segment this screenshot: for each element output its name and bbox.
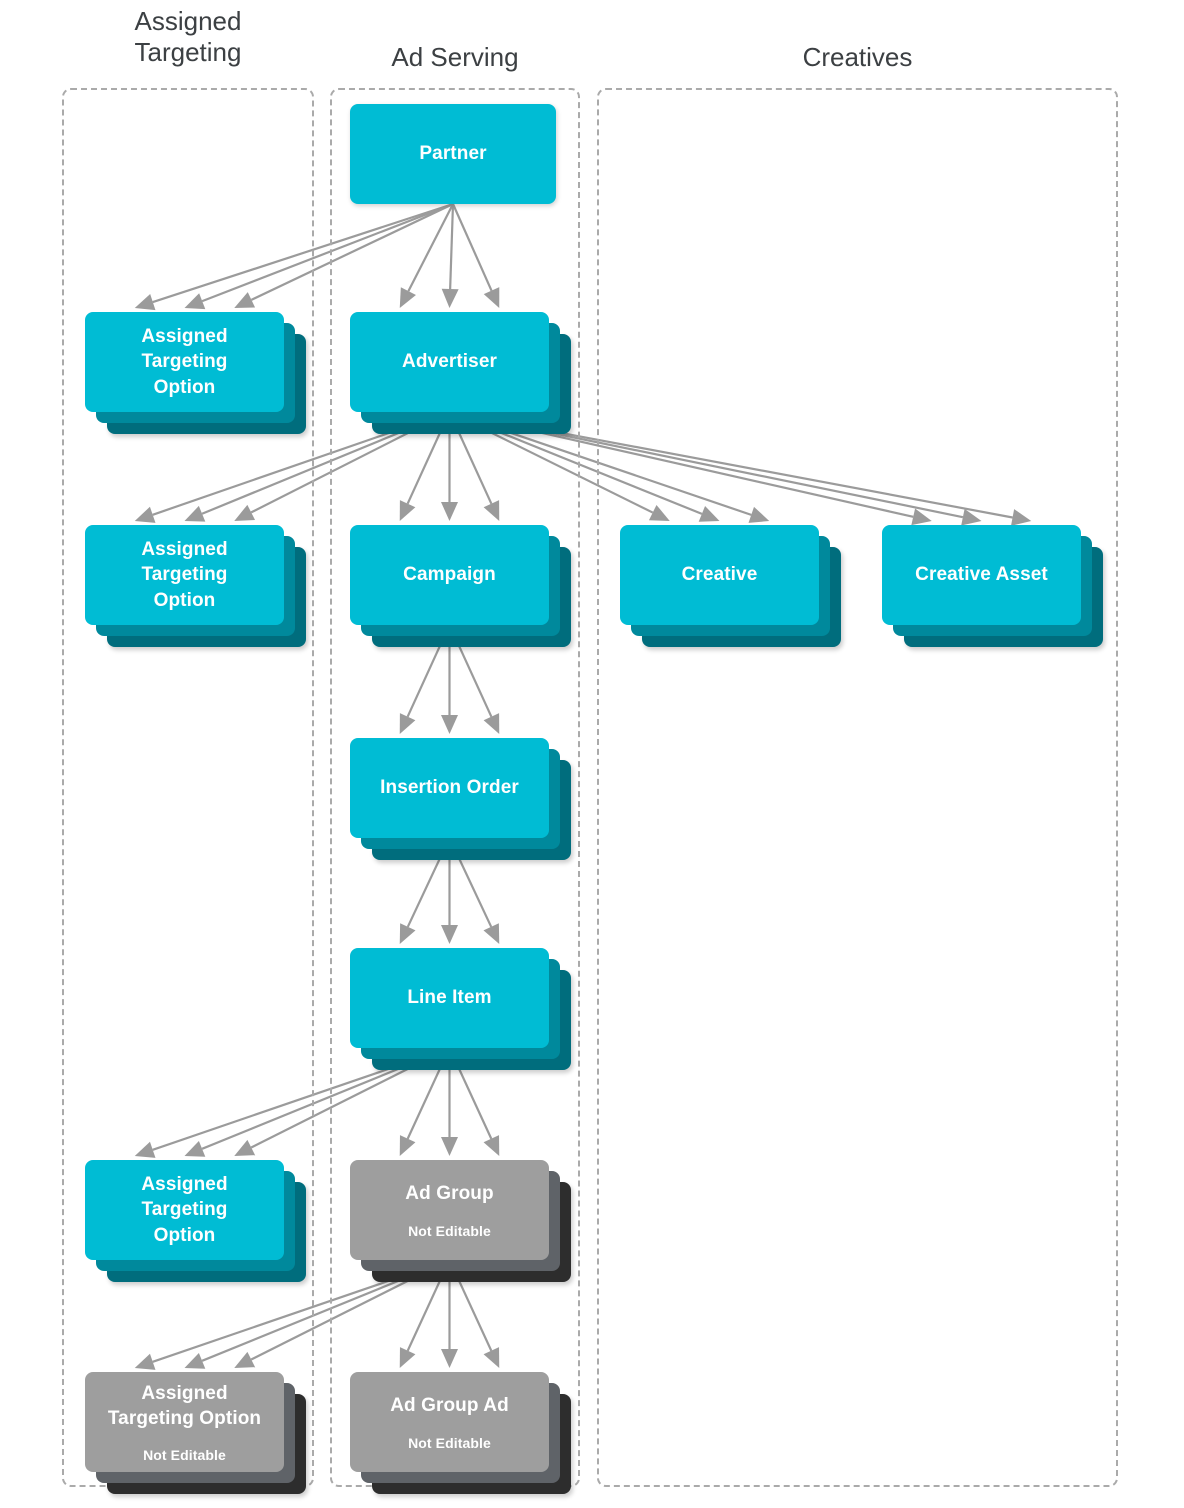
- entity-node-ad-group-ad[interactable]: Ad Group Ad Not Editable: [350, 1372, 571, 1494]
- entity-node-face: Creative: [620, 525, 819, 625]
- entity-node-title: Assigned Targeting Option: [141, 326, 228, 398]
- entity-node-title: Creative Asset: [915, 564, 1048, 586]
- column-header-assigned-targeting: Assigned Targeting: [134, 6, 242, 67]
- entity-node-face: Line Item: [350, 948, 549, 1048]
- entity-node-badge-not-editable: Not Editable: [143, 1447, 226, 1464]
- entity-node-title: Line Item: [407, 987, 492, 1009]
- entity-node-ato-line-item[interactable]: Assigned Targeting Option: [85, 1160, 306, 1282]
- entity-node-face: Partner: [350, 104, 556, 204]
- entity-node-face: Creative Asset: [882, 525, 1081, 625]
- entity-node-creative[interactable]: Creative: [620, 525, 841, 647]
- entity-node-title: Ad Group: [405, 1183, 494, 1205]
- entity-node-badge-not-editable: Not Editable: [408, 1434, 491, 1451]
- entity-node-campaign[interactable]: Campaign: [350, 525, 571, 647]
- entity-node-face: Ad Group Ad Not Editable: [350, 1372, 549, 1472]
- entity-node-title: Campaign: [403, 564, 496, 586]
- entity-node-title: Partner: [419, 143, 487, 165]
- column-container-creatives: [597, 88, 1118, 1487]
- entity-node-title: Assigned Targeting Option: [141, 539, 228, 611]
- entity-node-face: Assigned Targeting Option: [85, 525, 284, 625]
- entity-node-creative-asset[interactable]: Creative Asset: [882, 525, 1103, 647]
- entity-node-partner[interactable]: Partner: [350, 104, 578, 226]
- entity-node-ato-advertiser[interactable]: Assigned Targeting Option: [85, 525, 306, 647]
- entity-node-title: Assigned Targeting Option: [107, 1382, 262, 1429]
- entity-node-face: Advertiser: [350, 312, 549, 412]
- entity-node-title: Ad Group Ad: [390, 1395, 509, 1417]
- entity-node-insertion-order[interactable]: Insertion Order: [350, 738, 571, 860]
- entity-node-line-item[interactable]: Line Item: [350, 948, 571, 1070]
- entity-node-face: Assigned Targeting Option: [85, 1160, 284, 1260]
- column-header-creatives: Creatives: [802, 42, 913, 72]
- entity-node-ato-partner[interactable]: Assigned Targeting Option: [85, 312, 306, 434]
- column-header-ad-serving: Ad Serving: [391, 42, 519, 72]
- entity-node-face: Insertion Order: [350, 738, 549, 838]
- entity-node-title: Insertion Order: [380, 777, 519, 799]
- entity-node-title: Assigned Targeting Option: [141, 1174, 228, 1246]
- entity-node-title: Creative: [681, 564, 758, 586]
- entity-node-badge-not-editable: Not Editable: [408, 1222, 491, 1239]
- entity-node-face: Campaign: [350, 525, 549, 625]
- entity-node-title: Advertiser: [402, 351, 497, 373]
- entity-node-advertiser[interactable]: Advertiser: [350, 312, 571, 434]
- entity-node-face: Assigned Targeting Option: [85, 312, 284, 412]
